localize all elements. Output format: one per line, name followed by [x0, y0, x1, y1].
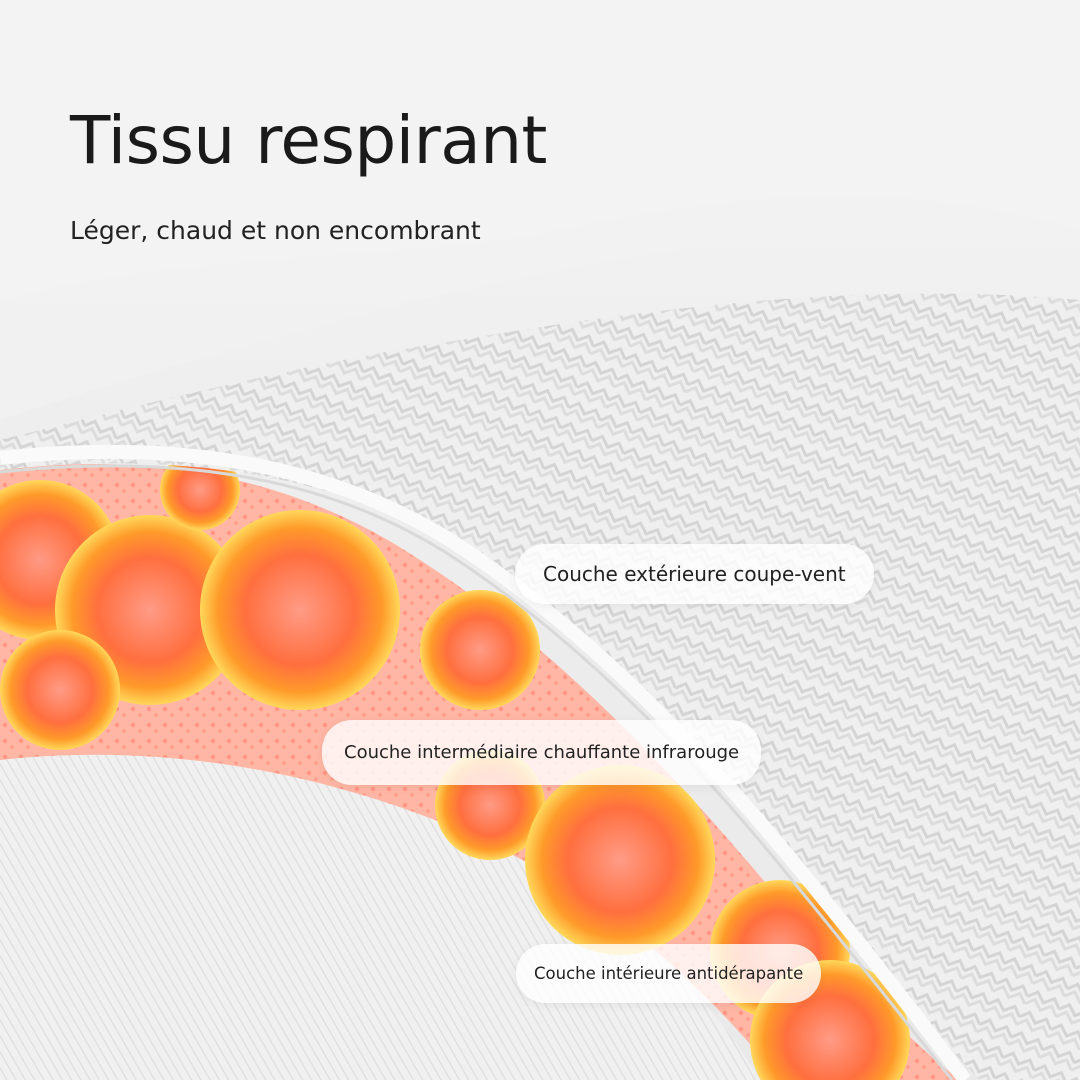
top-fade	[0, 0, 1080, 420]
outer-layer-rim-shadow	[0, 464, 954, 1080]
outer-woven-layer	[0, 293, 1080, 1080]
middle-layer-label: Couche intermédiaire chauffante infrarou…	[322, 720, 762, 785]
inner-layer-label: Couche intérieure antidérapante	[516, 944, 822, 1003]
page-title: Tissu respirant	[70, 102, 547, 179]
outer-layer-rim	[0, 444, 971, 1080]
outer-layer-label: Couche extérieure coupe-vent	[515, 544, 874, 604]
page-subtitle: Léger, chaud et non encombrant	[70, 216, 481, 245]
